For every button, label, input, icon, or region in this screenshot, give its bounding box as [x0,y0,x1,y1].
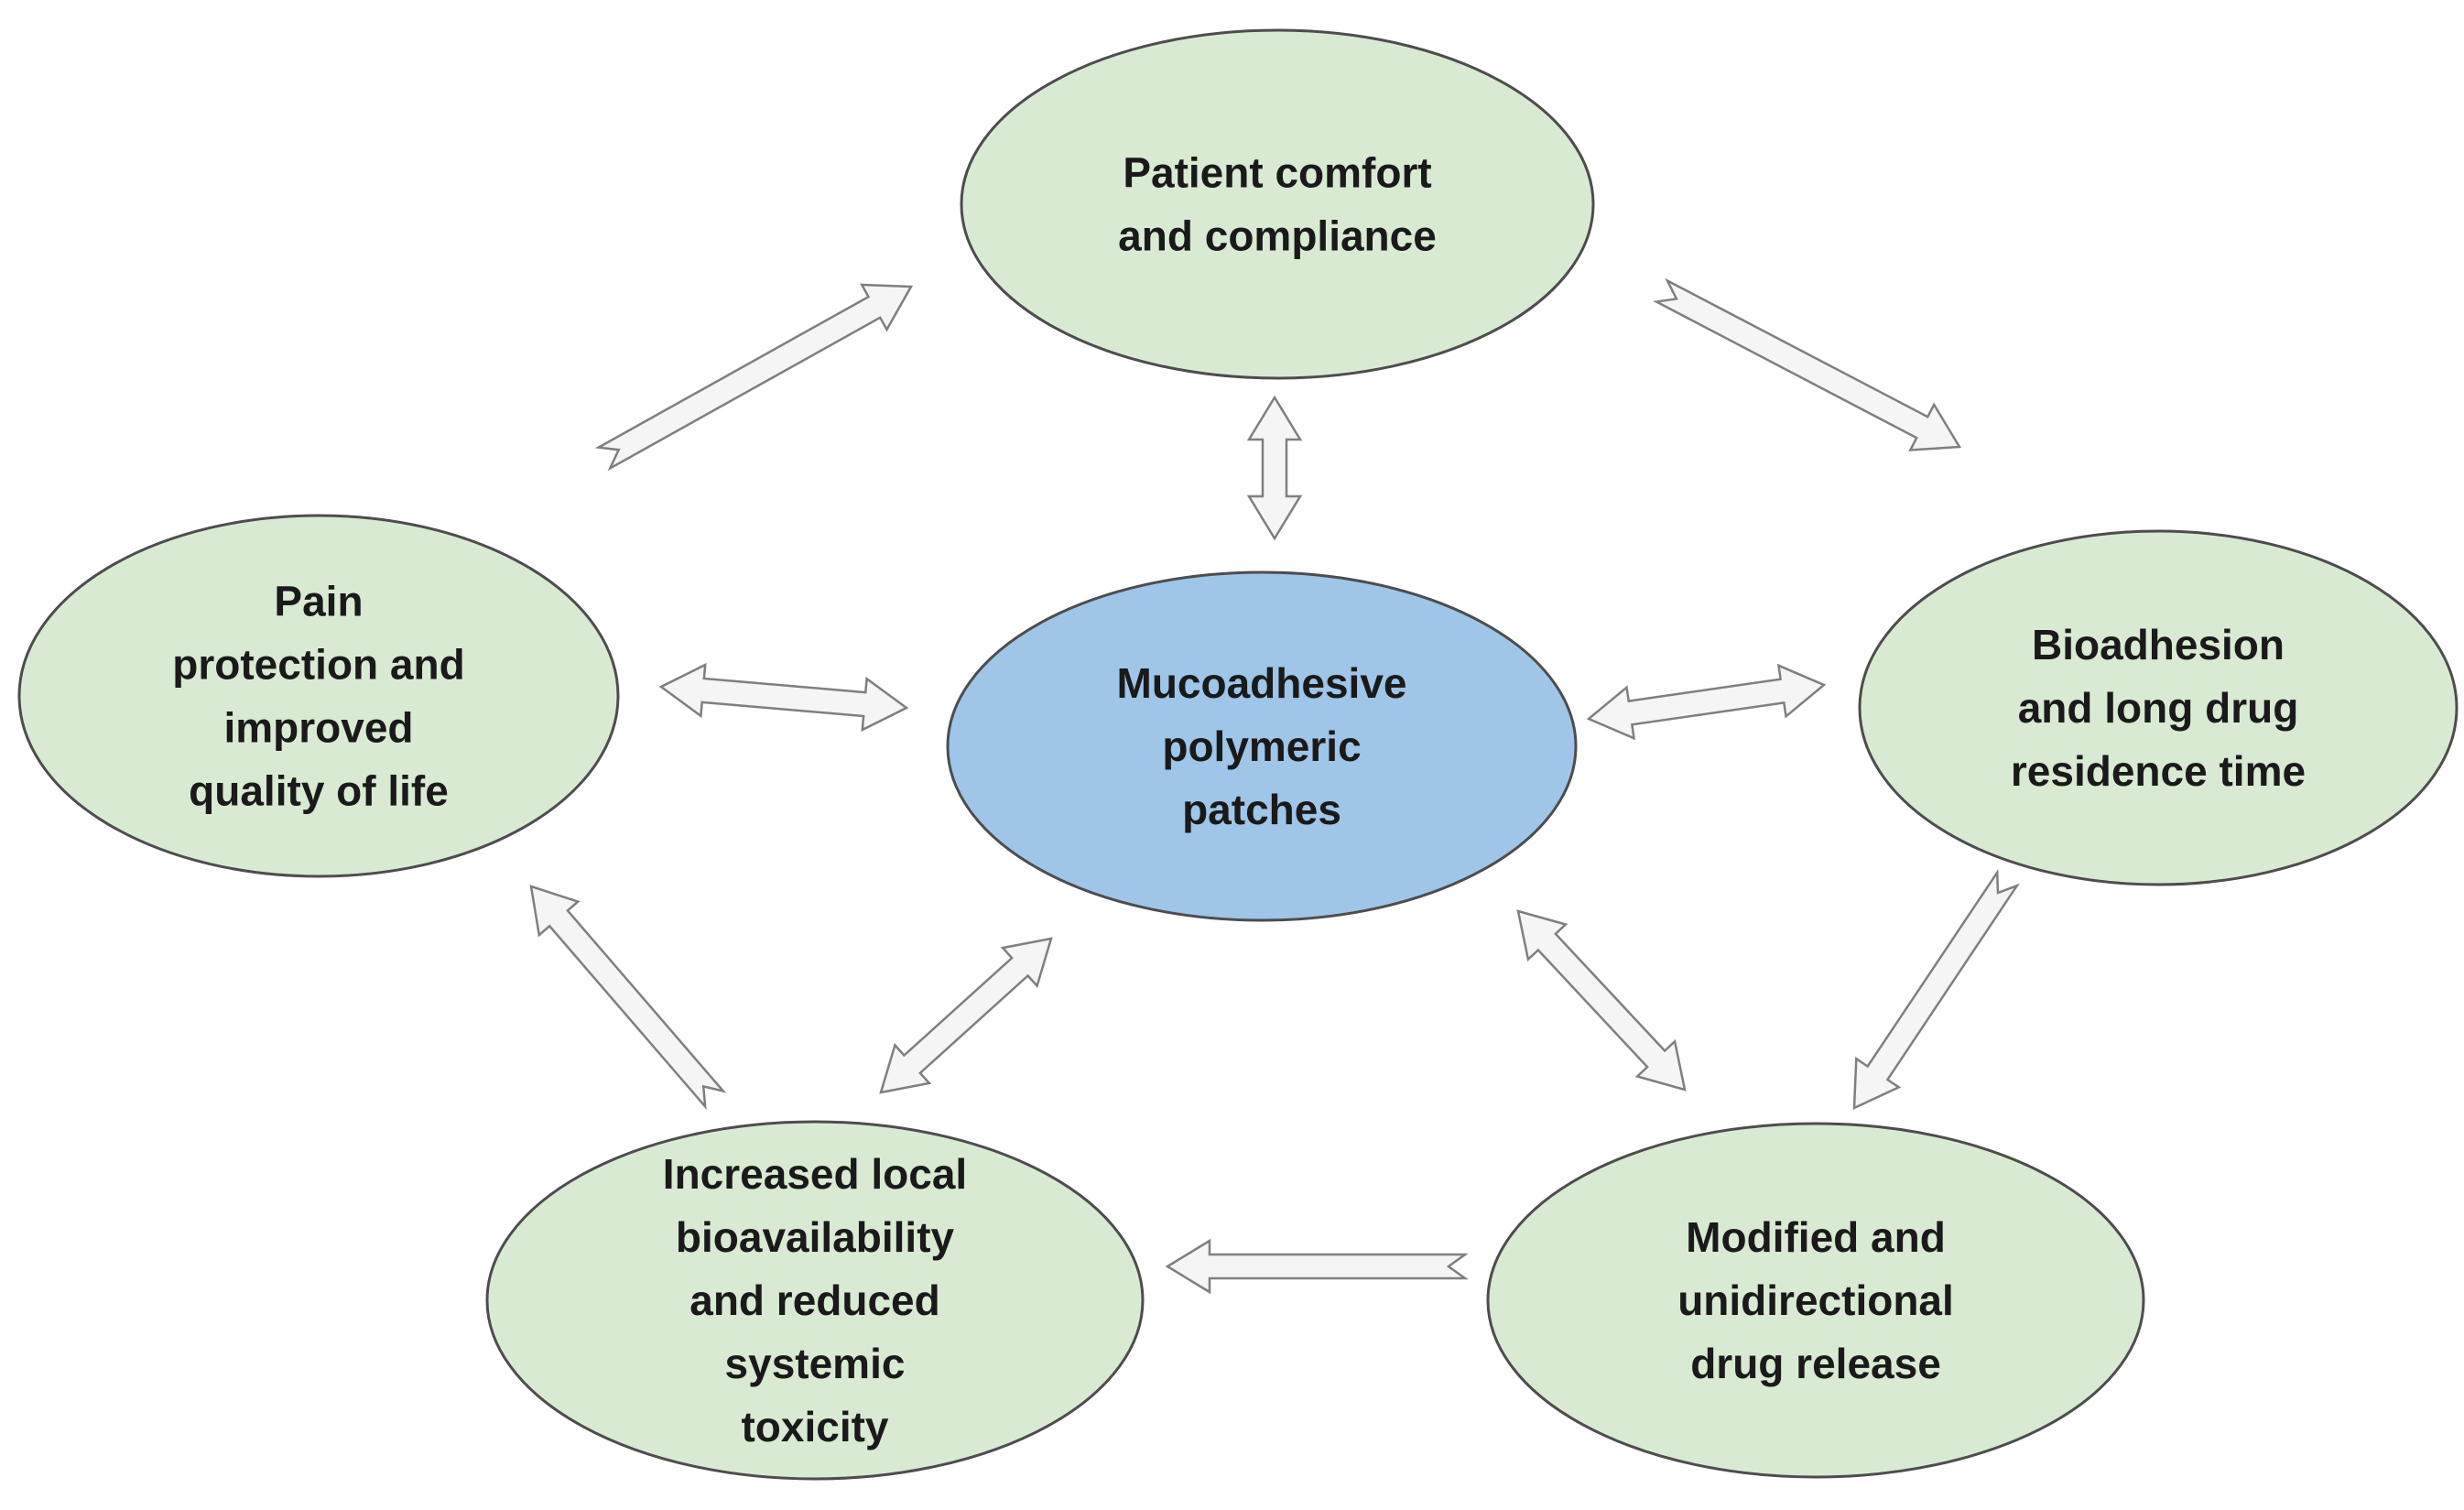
node-bottom-left-ellipse [485,1120,1145,1481]
node-bottom-right-ellipse [1486,1122,2145,1479]
arrow-center-right-double [1586,663,1827,741]
arrow-center-left-double [658,662,909,733]
arrow-center-bottom-left-double [879,937,1053,1094]
arrow-center-bottom-right-double [1516,909,1687,1092]
arrows-layer [529,277,2020,1295]
arrow-right-to-bottom-right [1852,868,2020,1111]
node-center-ellipse [946,570,1578,922]
node-top-ellipse [960,28,1595,380]
arrow-bottom-right-to-bottom-left [1165,1238,1469,1295]
arrow-top-to-right [1653,277,1962,451]
node-right-ellipse [1858,529,2459,886]
arrow-left-to-top [594,283,914,472]
node-left-ellipse [17,514,620,878]
arrow-center-top-double [1246,395,1303,541]
arrow-bottom-left-to-left [529,885,727,1111]
